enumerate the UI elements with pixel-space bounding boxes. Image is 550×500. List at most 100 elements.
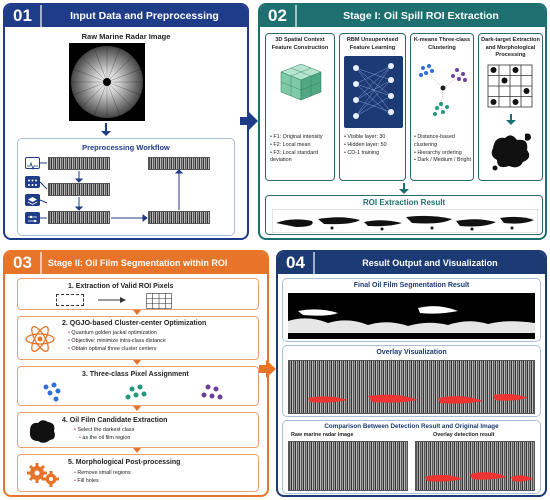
- rbm-title: RBM Unsupervised Feature Learning: [346, 37, 399, 51]
- preprocessing-workflow-box: Preprocessing Workflow: [17, 138, 235, 236]
- comparison-detection-marks: [425, 472, 533, 482]
- rbm-item-2: Hidden layer: 50: [344, 142, 406, 150]
- arrow-down-icon: [133, 310, 141, 315]
- rbm-learning-box: RBM Unsupervised Feature Learning Visibl…: [339, 33, 406, 181]
- arrow-down-icon: [133, 360, 141, 365]
- postprocess-item-2: Fill holes: [74, 478, 131, 486]
- final-result-title: Final Oil Film Segmentation Result: [353, 282, 470, 289]
- overlay-image: [288, 360, 535, 414]
- pixel-grid-icon: [146, 293, 172, 309]
- kmeans-item-2: Hierarchy ordering: [414, 150, 474, 158]
- step-candidate-extraction: 4. Oil Film Candidate Extraction Select …: [17, 412, 259, 448]
- feature-list: F1: Original intensity F2: Local mean F3…: [270, 134, 334, 165]
- step-title: 4. Oil Film Candidate Extraction: [62, 417, 168, 424]
- workflow-image-5: [148, 211, 210, 224]
- feature-construction-box: 3D Spatial Context Feature Construction …: [265, 33, 335, 181]
- panel-header: 04 Result Output and Visualization: [278, 252, 545, 274]
- three-clusters-icon: [43, 382, 223, 402]
- panel-number: 03: [5, 252, 42, 274]
- postprocess-list: Remove small regions Fill holes: [74, 470, 131, 486]
- feature-item-3: F3: Local standard deviation: [270, 150, 334, 166]
- arrow-right-icon: [98, 297, 126, 303]
- arrow-right-icon: [259, 360, 276, 378]
- kmeans-item-1: Distance-based clustering: [414, 134, 474, 150]
- arrow-down-icon: [133, 406, 141, 411]
- kmeans-item-3: Dark / Medium / Bright: [414, 157, 474, 165]
- atom-icon: [25, 325, 55, 353]
- candidate-item-1: Select the darkest class: [74, 427, 134, 435]
- workflow-image-1: [48, 157, 110, 170]
- arrow-down-icon: [399, 183, 409, 194]
- overlay-title: Overlay Visualization: [376, 349, 447, 356]
- rbm-item-3: CD-1 training: [344, 150, 406, 158]
- waveform-icon: [25, 157, 40, 171]
- sliders-icon: [25, 212, 40, 224]
- step-pixel-assignment: 3. Three-class Pixel Assignment: [17, 366, 259, 406]
- feature-item-2: F2: Local mean: [270, 142, 334, 150]
- qgjo-list: Quantum golden jackal optimization Objec…: [68, 330, 166, 354]
- morphology-blob-icon: [491, 133, 531, 171]
- comparison-box: Comparison Between Detection Result and …: [282, 420, 541, 494]
- panel-number: 04: [278, 252, 315, 274]
- postprocess-item-1: Remove small regions: [74, 470, 130, 478]
- raw-radar-image: [69, 43, 145, 121]
- panel-header: 02 Stage I: Oil Spill ROI Extraction: [260, 5, 545, 27]
- rbm-item-1: Visible layer: 30: [344, 134, 406, 142]
- raw-image-label: Raw Marine Radar Image: [81, 32, 171, 41]
- panel-result-visualization: 04 Result Output and Visualization Final…: [276, 250, 547, 497]
- workflow-arrows: [39, 162, 184, 222]
- workflow-title: Preprocessing Workflow: [82, 143, 170, 152]
- workflow-image-3: [48, 211, 110, 224]
- neural-network-icon: [344, 56, 403, 128]
- step-title: 5. Morphological Post-processing: [68, 459, 181, 466]
- step-title: 3. Three-class Pixel Assignment: [82, 371, 189, 378]
- step-qgjo-optimization: 2. QGJO-based Cluster-center Optimizatio…: [17, 316, 259, 360]
- overlay-box: Overlay Visualization: [282, 345, 541, 417]
- final-segmentation-image: [288, 293, 535, 339]
- panel-title: Input Data and Preprocessing: [70, 10, 219, 22]
- panel-header: 03 Stage II: Oil Film Segmentation withi…: [5, 252, 267, 274]
- panel-title: Stage II: Oil Film Segmentation within R…: [47, 258, 228, 268]
- roi-result-image: [272, 209, 538, 233]
- grid-target-icon: [487, 64, 533, 108]
- workflow-image-2: [48, 183, 110, 196]
- comparison-title: Comparison Between Detection Result and …: [324, 423, 499, 430]
- kmeans-list: Distance-based clustering Hierarchy orde…: [414, 134, 474, 165]
- kmeans-clustering-box: K-means Three-class Clustering Distance-…: [410, 33, 474, 181]
- layers-icon: [25, 194, 40, 206]
- panel-roi-extraction: 02 Stage I: Oil Spill ROI Extraction 3D …: [258, 3, 547, 240]
- cube-stack-icon: [280, 63, 322, 101]
- panel-oil-film-segmentation: 03 Stage II: Oil Film Segmentation withi…: [3, 250, 269, 497]
- gears-icon: [27, 463, 59, 487]
- panel-input-preprocessing: 01 Input Data and Preprocessing Raw Mari…: [3, 3, 249, 240]
- comparison-raw-image: [288, 441, 408, 491]
- radar-disc-graphic: [71, 46, 143, 118]
- candidate-list: Select the darkest class as the oil film…: [74, 427, 134, 443]
- feature-item-1: F1: Original intensity: [270, 134, 334, 142]
- qgjo-item-2: Objective: minimize intra-class distance: [68, 338, 165, 346]
- panel-number: 02: [260, 5, 297, 27]
- rbm-list: Visible layer: 30 Hidden layer: 50 CD-1 …: [344, 134, 406, 157]
- panel-number: 01: [5, 5, 42, 27]
- arrow-right-icon: [240, 111, 258, 131]
- arrow-down-icon: [133, 448, 141, 453]
- roi-result-box: ROI Extraction Result: [265, 195, 543, 235]
- roi-result-title: ROI Extraction Result: [362, 198, 446, 207]
- feature-construction-title: 3D Spatial Context Feature Construction: [271, 37, 329, 51]
- qgjo-item-3: Obtain optimal three cluster centers: [68, 346, 166, 354]
- step-extract-roi-pixels: 1. Extraction of Valid ROI Pixels: [17, 278, 259, 310]
- panel-header: 01 Input Data and Preprocessing: [5, 5, 247, 27]
- kmeans-title: K-means Three-class Clustering: [413, 37, 471, 51]
- panel-title: Result Output and Visualization: [362, 258, 498, 268]
- candidate-item-2: as the oil film region: [74, 435, 134, 443]
- grid-dots-icon: [25, 176, 40, 188]
- qgjo-item-1: Quantum golden jackal optimization: [68, 330, 166, 338]
- panel-title: Stage I: Oil Spill ROI Extraction: [343, 10, 499, 22]
- oil-blob-icon: [29, 420, 55, 443]
- arrow-down-icon: [101, 123, 111, 136]
- step-title: 1. Extraction of Valid ROI Pixels: [68, 283, 174, 290]
- dark-target-title: Dark-target Extraction and Morphological…: [481, 37, 540, 59]
- dashed-region-icon: [56, 294, 84, 306]
- comparison-detection-image: [415, 441, 535, 491]
- raw-image-caption: Raw marine radar image: [291, 432, 354, 438]
